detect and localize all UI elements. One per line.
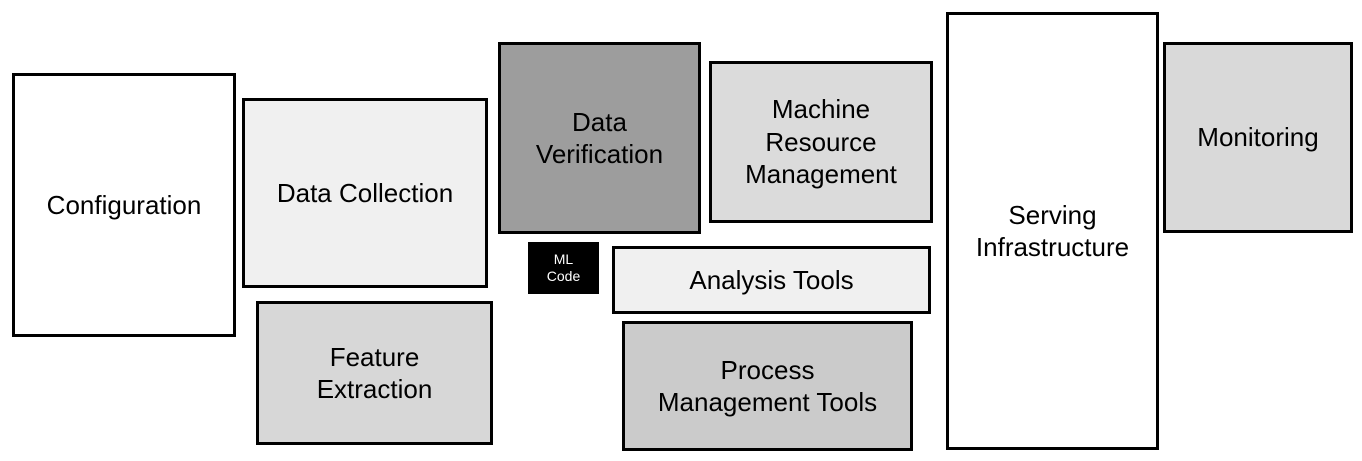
box-configuration: Configuration [12, 73, 236, 337]
box-data-verification: Data Verification [498, 42, 701, 234]
box-process-management-tools: Process Management Tools [622, 321, 913, 451]
box-data-collection: Data Collection [242, 98, 488, 288]
box-ml-code: ML Code [528, 242, 599, 294]
box-machine-resource-management: Machine Resource Management [709, 61, 933, 223]
box-serving-infrastructure: Serving Infrastructure [946, 12, 1159, 450]
box-feature-extraction: Feature Extraction [256, 301, 493, 445]
box-monitoring: Monitoring [1163, 42, 1353, 233]
box-analysis-tools: Analysis Tools [612, 246, 931, 314]
